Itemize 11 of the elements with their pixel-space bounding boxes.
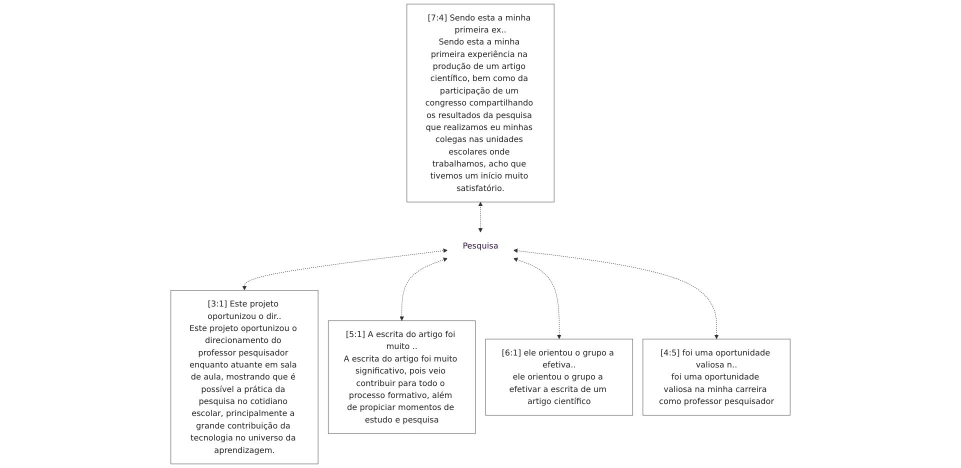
node-box: [7:4] Sendo esta a minha primeira ex.. Sendo esta a minha primeira experiência na produção de um artigo científico, bem como da participação de um congresso compartilhando os resultados da pesquisa que realizamos eu minhas colegas nas unidades escolares onde trabalhamos, acho que tivemos um início muito satisfatório. (406, 4, 554, 202)
node-text: Pesquisa (462, 241, 498, 251)
arrow (513, 258, 562, 340)
arrow (400, 258, 448, 321)
arrow (478, 202, 483, 232)
node-box: [4:5] foi uma oportunidade valiosa n.. foi uma oportunidade valiosa na minha carreira como professor pesquisador (642, 338, 790, 416)
node-box: [6:1] ele orientou o grupo a efetiva.. ele orientou o grupo a efetivar a escrita de um artigo científico (485, 338, 634, 416)
node-box: [3:1] Este projeto oportunizou o dir.. Este projeto oportunizou o direcionamento do professor pesquisador enquanto atuante em sala de aula, mostrando que é possível a prática da pesquisa no cotidiano escolar, principalmente a grande contribuição da tecnologia no universo da aprendizagem. (170, 290, 318, 464)
arrow (513, 248, 719, 340)
node-box: [5:1] A escrita do artigo foi muito .. A escrita do artigo foi muito significativo, pois veio contribuir para todo o processo formativo, além de propiciar momentos de estudo e pesquisa (328, 320, 476, 434)
arrow (242, 248, 448, 290)
